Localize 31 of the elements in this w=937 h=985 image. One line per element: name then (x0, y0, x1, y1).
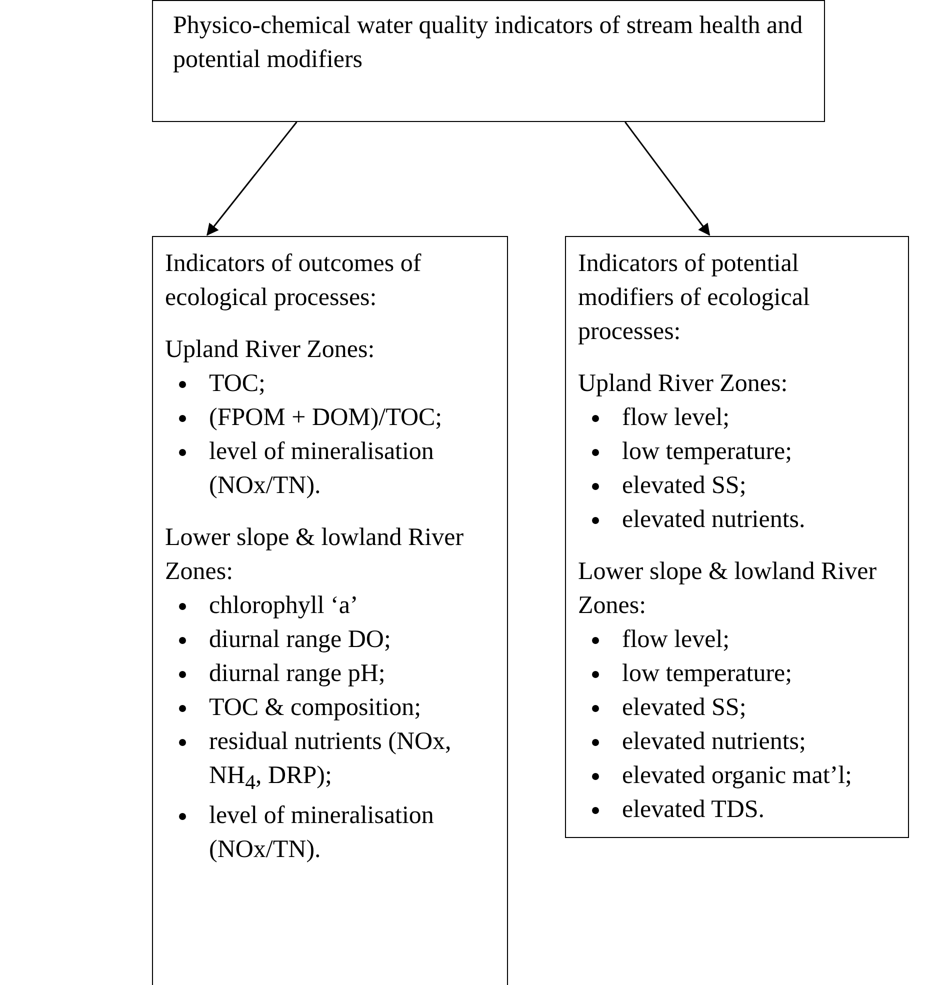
text-box (152, 236, 508, 985)
arrow (206, 122, 298, 236)
list-item: diurnal range DO; (209, 626, 391, 653)
list-item: elevated TDS. (622, 796, 765, 823)
list-item: elevated nutrients; (622, 728, 806, 755)
list-item: flow level; (622, 626, 730, 653)
list-item: diurnal range pH; (209, 660, 386, 687)
text-box (565, 236, 909, 838)
list-item: residual nutrients (NOx, NH$_{4}$, DRP); (209, 728, 452, 789)
subheading-text: Lower slope & lowland River Zones: (578, 557, 878, 621)
list-item: elevated SS; (622, 694, 746, 721)
subheading-text: Upland River Zones: (578, 369, 789, 399)
subheading-text: Upland River Zones: (165, 335, 376, 365)
heading-text: Indicators of outcomes of ecological processes: (165, 249, 422, 313)
list-item: elevated organic mat’l; (622, 762, 852, 789)
list-item: level of mineralisation (NOx/TN). (209, 802, 434, 863)
arrow (624, 122, 710, 236)
subheading-text: Lower slope & lowland River Zones: (165, 523, 465, 587)
list-item: elevated nutrients. (622, 506, 806, 533)
list-item: TOC & composition; (209, 694, 422, 721)
text-box (152, 0, 825, 122)
list-item: level of mineralisation (NOx/TN). (209, 438, 434, 499)
list-item: flow level; (622, 404, 730, 431)
list-item: elevated SS; (622, 472, 746, 499)
list-item: chlorophyll ‘a’ (209, 592, 358, 619)
list-item: low temperature; (622, 660, 792, 687)
list-item: TOC; (209, 370, 266, 397)
heading-text: Physico-chemical water quality indicators of stream health and potential modifiers (173, 11, 804, 75)
heading-text: Indicators of potential modifiers of ecological processes: (578, 249, 811, 347)
list-item: low temperature; (622, 438, 792, 465)
list-item: (FPOM + DOM)/TOC; (209, 404, 442, 431)
